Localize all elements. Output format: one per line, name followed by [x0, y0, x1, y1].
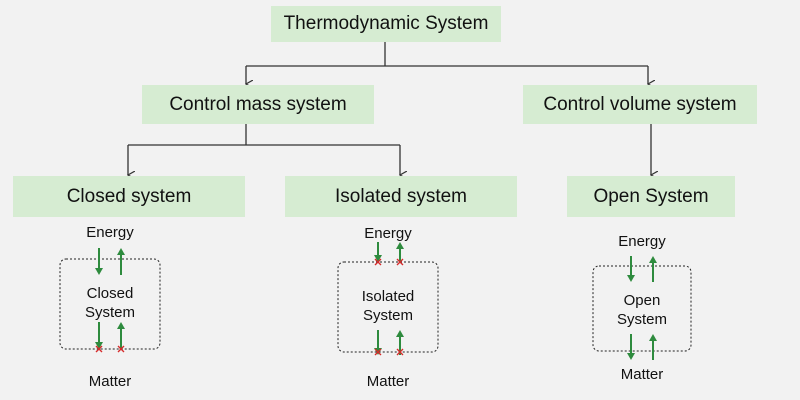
- closed-energy-label: Energy: [86, 224, 134, 241]
- control-mass-node: Control mass system: [142, 85, 374, 124]
- closed-matter-blocked-mark-right: [117, 345, 125, 353]
- isolated-energy-out-arrow-head: [396, 242, 404, 249]
- open-energy-in-arrow-head: [627, 275, 635, 282]
- closed-system-name-line2: System: [84, 304, 135, 321]
- isolated-energy-label: Energy: [364, 225, 412, 242]
- open-energy-out-arrow-head: [649, 256, 657, 263]
- system-boundaries: [59, 258, 692, 353]
- control-volume-label: Control volume system: [543, 93, 737, 115]
- isolated-system-name-line2: System: [362, 307, 413, 324]
- isolated-system-name: Isolated System: [338, 287, 438, 325]
- open-system-name-line2: System: [616, 311, 667, 328]
- isolated-matter-out-arrow-head: [396, 330, 404, 337]
- closed-energy-out-arrow-head: [117, 248, 125, 255]
- isolated-system-boundary: [337, 261, 439, 353]
- connector-lines: [128, 40, 651, 175]
- isolated-energy-blocked-mark-left: [374, 258, 382, 266]
- open-system-name-line1: Open: [623, 292, 661, 309]
- isolated-matter-blocked-mark-left: [374, 348, 382, 356]
- control-mass-label: Control mass system: [169, 93, 347, 115]
- control-volume-node: Control volume system: [523, 85, 757, 124]
- open-system-label: Open System: [593, 185, 709, 207]
- open-matter-label: Matter: [620, 366, 664, 383]
- isolated-matter-blocked-mark-right: [396, 348, 404, 356]
- closed-matter-in-arrow-head: [95, 342, 103, 349]
- flow-arrows: [95, 242, 657, 360]
- isolated-system-name-line1: Isolated: [361, 288, 415, 305]
- open-energy-label: Energy: [618, 233, 666, 250]
- open-matter-out-arrow-head: [649, 334, 657, 341]
- closed-system-boundary: [59, 258, 161, 350]
- root-node-label: Thermodynamic System: [283, 13, 489, 34]
- closed-system-name-line1: Closed: [86, 285, 134, 302]
- closed-matter-blocked-mark-left: [95, 345, 103, 353]
- open-matter-in-arrow-head: [627, 353, 635, 360]
- closed-matter-label: Matter: [88, 373, 132, 390]
- isolated-energy-blocked-mark-right: [396, 258, 404, 266]
- isolated-energy-in-arrow-head: [374, 255, 382, 262]
- closed-energy-in-arrow-head: [95, 268, 103, 275]
- closed-matter-out-arrow-head: [117, 322, 125, 329]
- isolated-system-node: Isolated system: [285, 176, 517, 217]
- closed-system-label: Closed system: [66, 185, 192, 207]
- closed-system-node: Closed system: [13, 176, 245, 217]
- open-system-node: Open System: [567, 176, 735, 217]
- open-system-boundary: [592, 265, 692, 352]
- closed-system-name: Closed System: [60, 284, 160, 322]
- open-system-name: Open System: [593, 291, 691, 329]
- isolated-matter-label: Matter: [366, 373, 410, 390]
- root-node: Thermodynamic System: [271, 6, 501, 42]
- isolated-system-label: Isolated system: [335, 185, 467, 207]
